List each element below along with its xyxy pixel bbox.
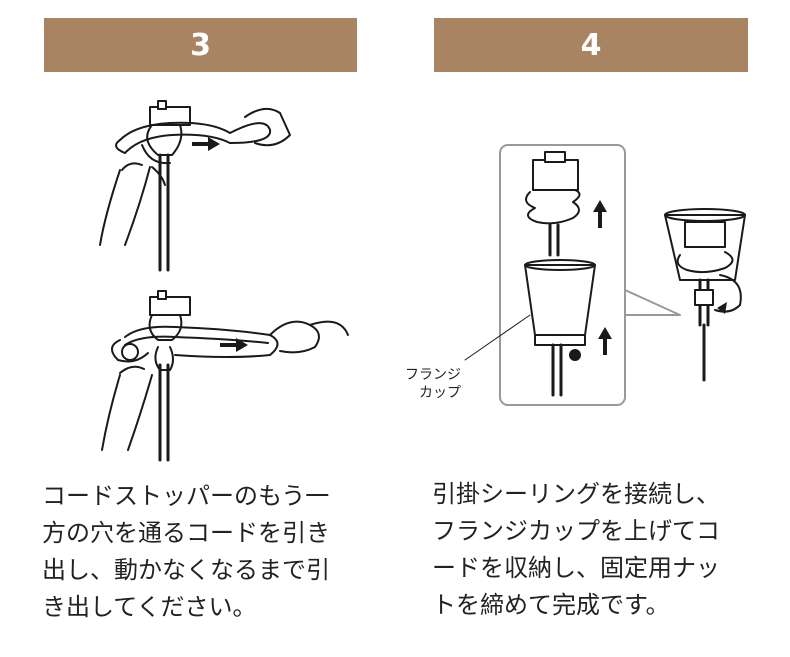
cord-stopper-threading-illustration [99,100,291,272]
step-4-instructions: 引掛シーリングを接続し、 フランジカップを上げてコ ードを収納し、固定用ナッ ト… [432,480,720,619]
step-4-illustration [464,144,746,406]
assembled-ceiling-mount-illustration [664,208,746,382]
arrow-icon [593,200,612,355]
step-4-number: 4 [580,27,602,63]
arrow-icon [220,338,248,352]
arrow-icon [717,302,727,314]
step-4-header: 4 [434,18,748,72]
cord-pull-tight-illustration [101,290,349,462]
arrow-icon [192,137,220,151]
flange-cup-label: フランジ カップ [405,367,461,401]
step-3-illustration [99,100,349,462]
step-3-instructions: コードストッパーのもう一 方の穴を通るコードを引き 出し、動かなくなるまで引 き… [42,482,330,621]
step-3-header: 3 [44,18,357,72]
step-3-number: 3 [190,27,211,63]
flange-cup-raise-illustration [464,144,681,406]
